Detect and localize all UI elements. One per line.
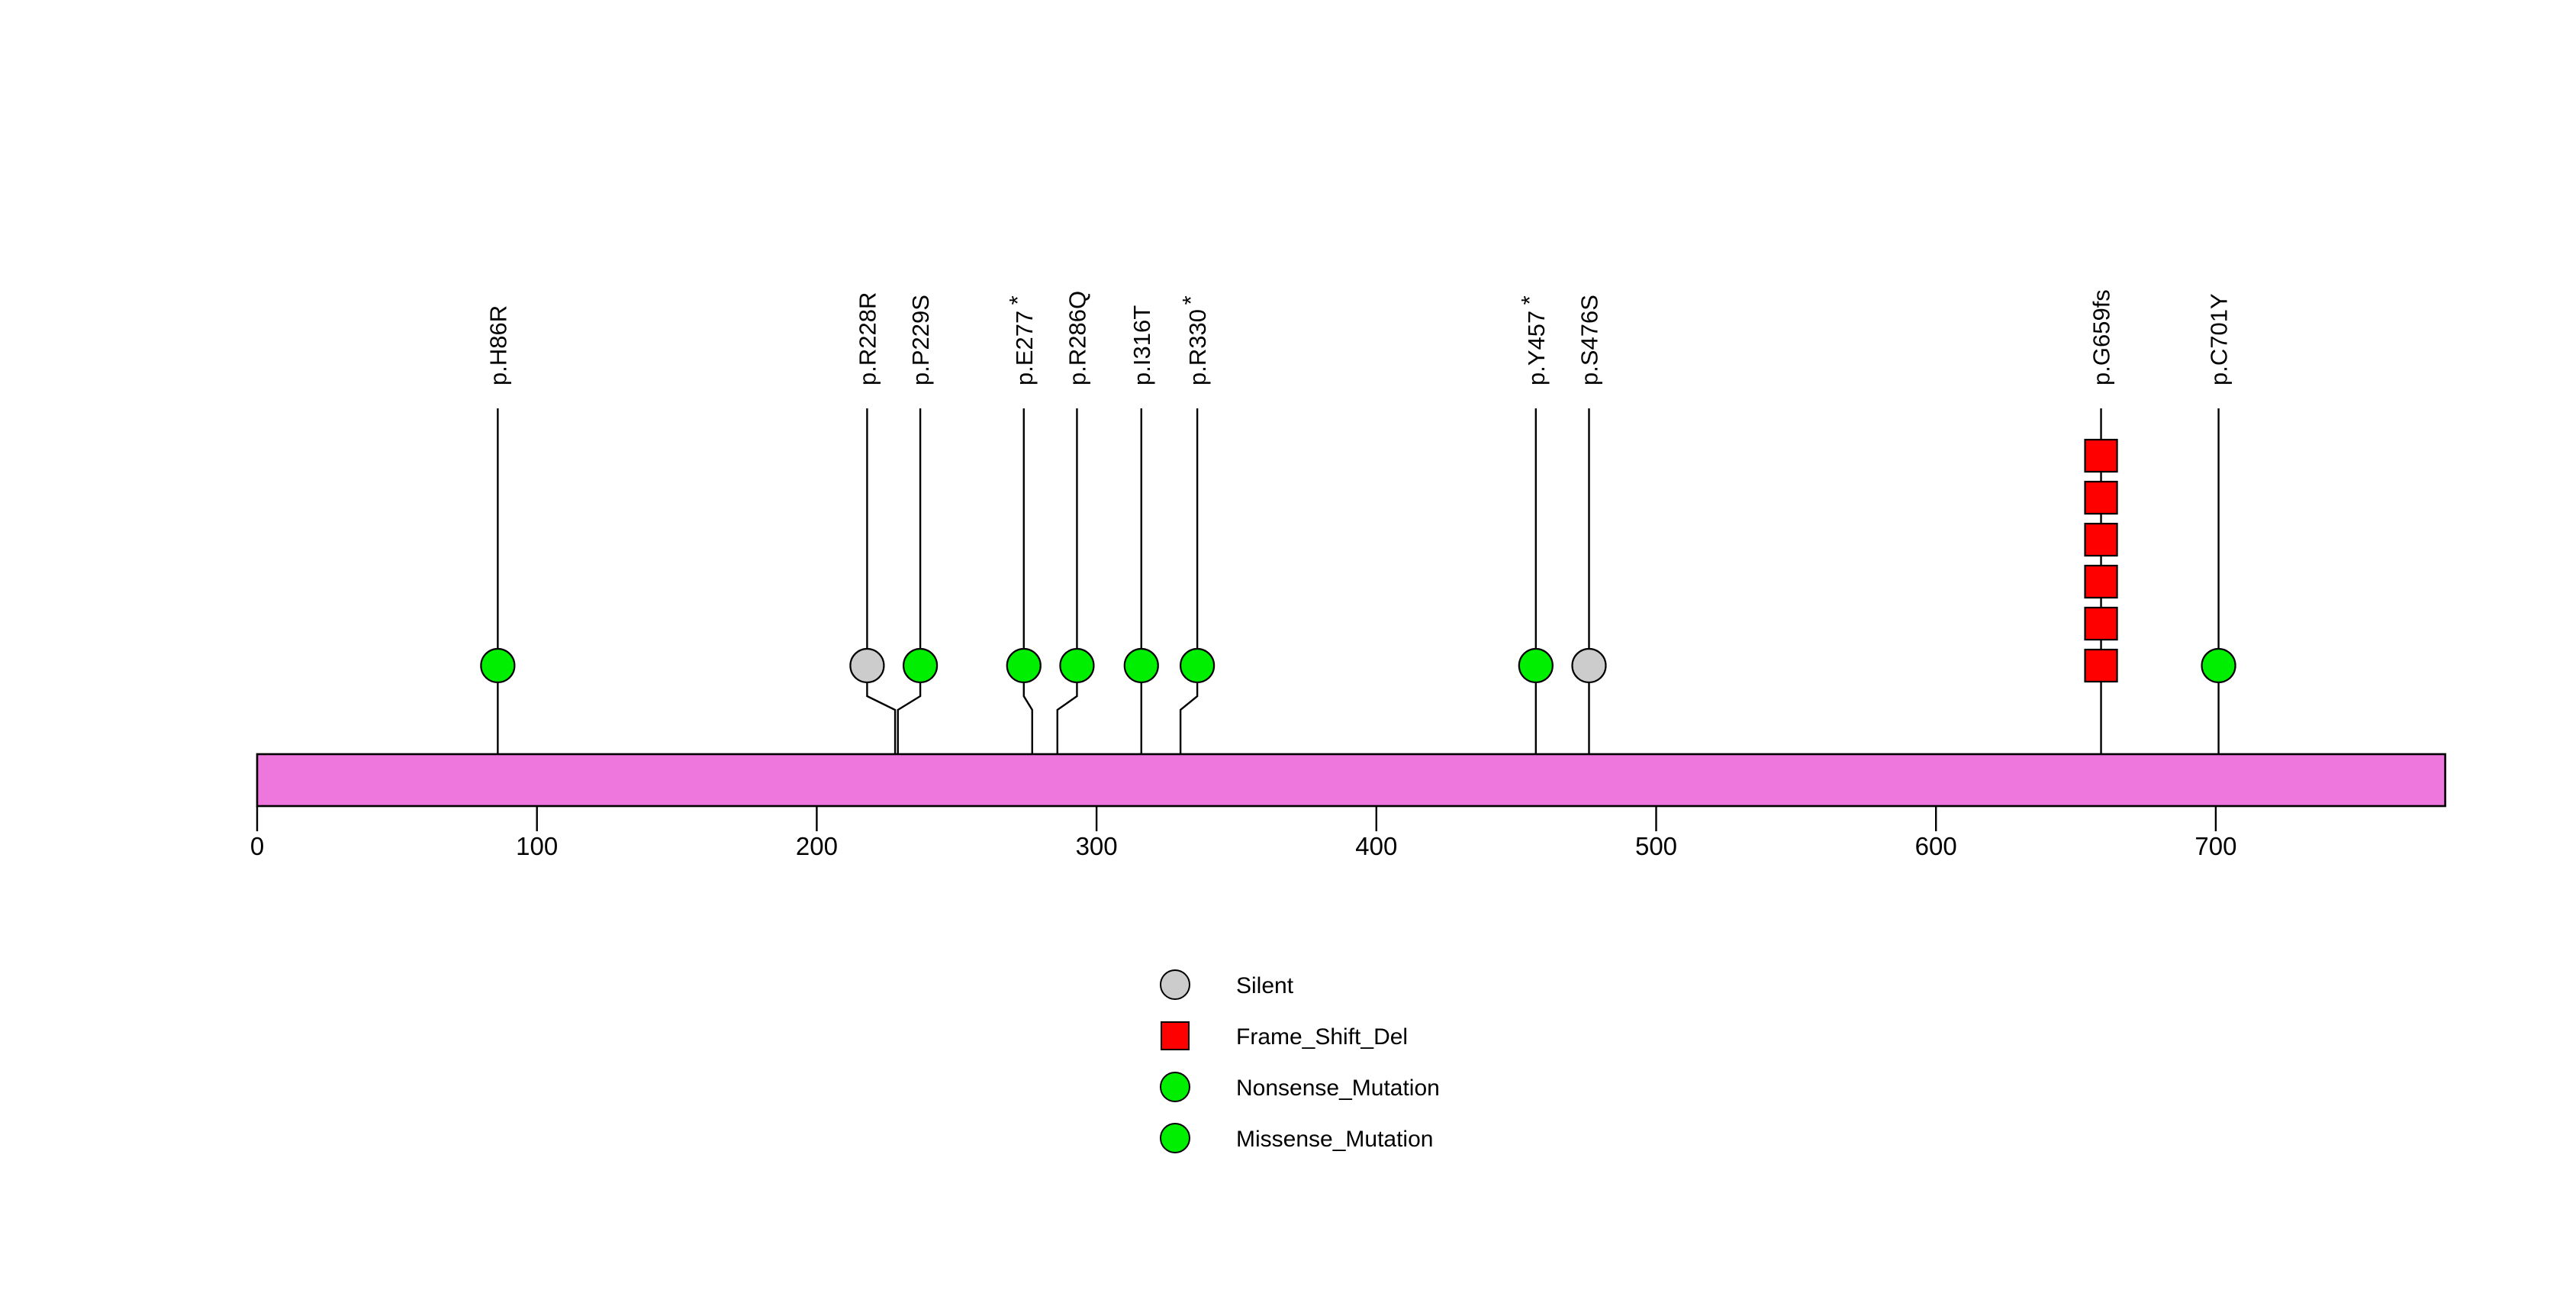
axis-tick-label: 500: [1635, 832, 1677, 860]
mutation-marker-circle[interactable]: [1006, 647, 1042, 684]
mutation-marker-circle[interactable]: [480, 647, 516, 684]
mutation-label-group: p.G659fs: [2088, 289, 2115, 385]
mutation-label-group: p.S476S: [1576, 295, 1602, 385]
mutation-label: p.C701Y: [2206, 293, 2233, 385]
mutation-label: p.H86R: [485, 305, 511, 385]
mutation-label-group: p.E277 *: [1004, 295, 1038, 385]
mutation-marker-square[interactable]: [2084, 648, 2118, 683]
mutation-label-group: p.R330 *: [1177, 295, 1211, 385]
axis-layer: 0 100 200 300 400 500 600 700: [250, 806, 2236, 860]
mutation-label: p.I316T: [1129, 305, 1155, 385]
axis-tick-label: 700: [2194, 832, 2236, 860]
mutation-label: p.R330: [1184, 309, 1211, 385]
mutation-marker-circle[interactable]: [1571, 647, 1607, 684]
mutation-label: p.Y457: [1523, 311, 1550, 385]
protein-domain-bar: [256, 753, 2446, 808]
mutation-label-star: *: [1004, 295, 1031, 305]
mutation-label: p.P229S: [907, 295, 934, 385]
mutation-label-group: p.H86R: [485, 305, 511, 385]
mutation-labels-layer: p.H86R p.R228R p.P229S p.E277 * p.R286Q p.I316…: [485, 289, 2232, 385]
mutation-marker-square[interactable]: [2084, 606, 2118, 641]
mutation-label-group: p.I316T: [1129, 305, 1155, 385]
mutation-label: p.E277: [1011, 311, 1038, 385]
legend-label: Missense_Mutation: [1236, 1127, 1433, 1152]
legend-swatch-circle: [1160, 1072, 1190, 1102]
mutation-label-group: p.Y457 *: [1516, 295, 1550, 385]
axis-tick-label: 300: [1076, 832, 1118, 860]
legend-label: Silent: [1236, 973, 1294, 998]
mutation-marker-square[interactable]: [2084, 480, 2118, 515]
axis-tick-label: 0: [250, 832, 264, 860]
protein-bar-layer: [256, 753, 2446, 808]
legend-swatch-square: [1161, 1021, 1190, 1050]
mutation-label-group: p.R228R: [854, 292, 881, 385]
axis-tick-label: 400: [1355, 832, 1397, 860]
legend-label: Frame_Shift_Del: [1236, 1024, 1408, 1050]
mutation-marker-circle[interactable]: [2201, 647, 2236, 684]
mutation-marker-circle[interactable]: [1180, 647, 1216, 684]
mutation-label: p.S476S: [1576, 295, 1602, 385]
mutation-label-star: *: [1177, 295, 1204, 305]
axis-tick-label: 200: [796, 832, 838, 860]
mutation-marker-circle[interactable]: [849, 647, 885, 684]
mutation-marker-square[interactable]: [2084, 438, 2118, 473]
legend: SilentFrame_Shift_DelNonsense_MutationMi…: [1160, 969, 1440, 1153]
mutation-marker-circle[interactable]: [902, 647, 939, 684]
mutation-label: p.R286Q: [1064, 291, 1090, 385]
mutation-marker-circle[interactable]: [1123, 647, 1159, 684]
axis-tick-label: 100: [516, 832, 558, 860]
legend-swatch-circle: [1160, 969, 1190, 1000]
mutation-label: p.G659fs: [2088, 289, 2115, 385]
mutation-marker-square[interactable]: [2084, 564, 2118, 599]
mutation-label-star: *: [1516, 295, 1543, 305]
mutation-marker-circle[interactable]: [1059, 647, 1095, 684]
mutation-label-group: p.R286Q: [1064, 291, 1090, 385]
markers-layer: [480, 438, 2236, 684]
legend-swatch-circle: [1160, 1123, 1190, 1153]
mutation-marker-circle[interactable]: [1518, 647, 1554, 684]
mutation-marker-square[interactable]: [2084, 522, 2118, 557]
axis-tick-label: 600: [1915, 832, 1957, 860]
legend-label: Nonsense_Mutation: [1236, 1076, 1440, 1101]
mutation-label-group: p.P229S: [907, 295, 934, 385]
mutation-label: p.R228R: [854, 292, 881, 385]
mutation-label-group: p.C701Y: [2206, 293, 2233, 385]
